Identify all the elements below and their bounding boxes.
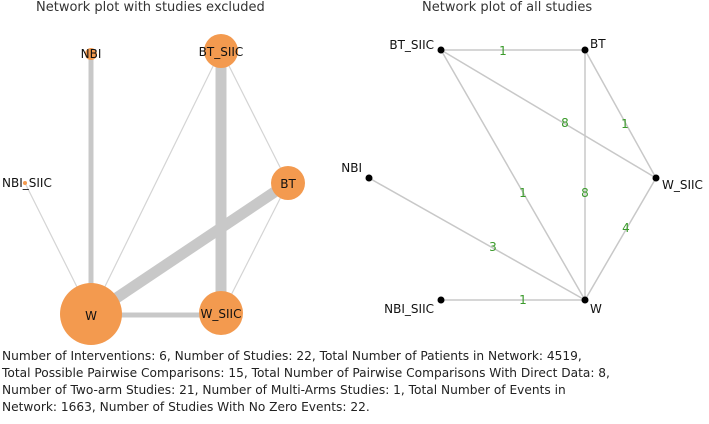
- left-label-wsiic: W_SIIC: [201, 307, 242, 321]
- right-node-nbisiic: [437, 296, 445, 304]
- right-label-w: W: [590, 302, 602, 316]
- right-edge-nbi-w: [368, 177, 586, 301]
- left-edge-bt-wsiic: [220, 182, 289, 316]
- summary-line-2: Total Possible Pairwise Comparisons: 15,…: [2, 366, 610, 380]
- right-edge-wsiic-w: [584, 177, 657, 301]
- right-edge-label-nbi-w: 3: [489, 240, 497, 254]
- right-edge-label-nbisiic-w: 1: [519, 293, 527, 307]
- right-node-nbi: [365, 174, 373, 182]
- right-edge-btsiic-w: [440, 49, 586, 301]
- right-node-w: [581, 296, 589, 304]
- left-edge-btsiic-w: [90, 49, 222, 316]
- left-network-plot: NBI BT_SIIC NBI_SIIC BT W W_SIIC: [2, 34, 305, 345]
- left-edge-bt-w: [87, 178, 292, 320]
- network-diagrams: NBI BT_SIIC NBI_SIIC BT W W_SIIC 1 8 1 1…: [2, 34, 703, 345]
- right-edge-label-bt-w: 8: [581, 186, 589, 200]
- left-label-btsiic: BT_SIIC: [199, 45, 244, 59]
- right-label-nbisiic: NBI_SIIC: [384, 302, 434, 316]
- right-node-btsiic: [437, 46, 445, 54]
- summary-line-1: Number of Interventions: 6, Number of St…: [2, 349, 582, 363]
- right-node-bt: [581, 46, 589, 54]
- right-label-nbi: NBI: [341, 161, 362, 175]
- right-plot-title: Network plot of all studies: [422, 0, 593, 15]
- right-network-plot: 1 8 1 1 8 3 4 1 BT_SIIC BT NBI W_SIIC NB…: [341, 37, 703, 316]
- left-label-nbi: NBI: [81, 47, 102, 61]
- right-edge-label-wsiic-w: 4: [622, 221, 630, 235]
- network-summary: Number of Interventions: 6, Number of St…: [2, 348, 702, 416]
- right-label-btsiic: BT_SIIC: [389, 38, 434, 52]
- left-node-w: [60, 283, 122, 345]
- right-edge-label-btsiic-wsiic: 8: [561, 116, 569, 130]
- left-node-bt: [271, 166, 305, 200]
- right-label-wsiic: W_SIIC: [662, 178, 703, 192]
- left-label-w: W: [85, 309, 97, 323]
- right-edge-label-bt-wsiic: 1: [621, 117, 629, 131]
- left-node-wsiic: [199, 291, 243, 335]
- left-edge-btsiic-bt: [220, 49, 289, 184]
- left-node-nbisiic: [23, 181, 27, 185]
- right-edge-bt-wsiic: [584, 49, 657, 179]
- left-plot-title: Network plot with studies excluded: [36, 0, 265, 15]
- right-edge-label-btsiic-w: 1: [519, 186, 527, 200]
- right-label-bt: BT: [590, 37, 606, 51]
- summary-line-3: Number of Two-arm Studies: 21, Number of…: [2, 383, 566, 397]
- left-node-btsiic: [204, 34, 238, 68]
- summary-line-4: Network: 1663, Number of Studies With No…: [2, 400, 370, 414]
- right-edge-btsiic-wsiic: [440, 49, 657, 179]
- left-label-nbisiic: NBI_SIIC: [2, 176, 52, 190]
- right-edge-label-btsiic-bt: 1: [499, 44, 507, 58]
- left-label-bt: BT: [280, 177, 296, 191]
- left-node-nbi: [85, 48, 97, 60]
- right-node-wsiic: [652, 174, 660, 182]
